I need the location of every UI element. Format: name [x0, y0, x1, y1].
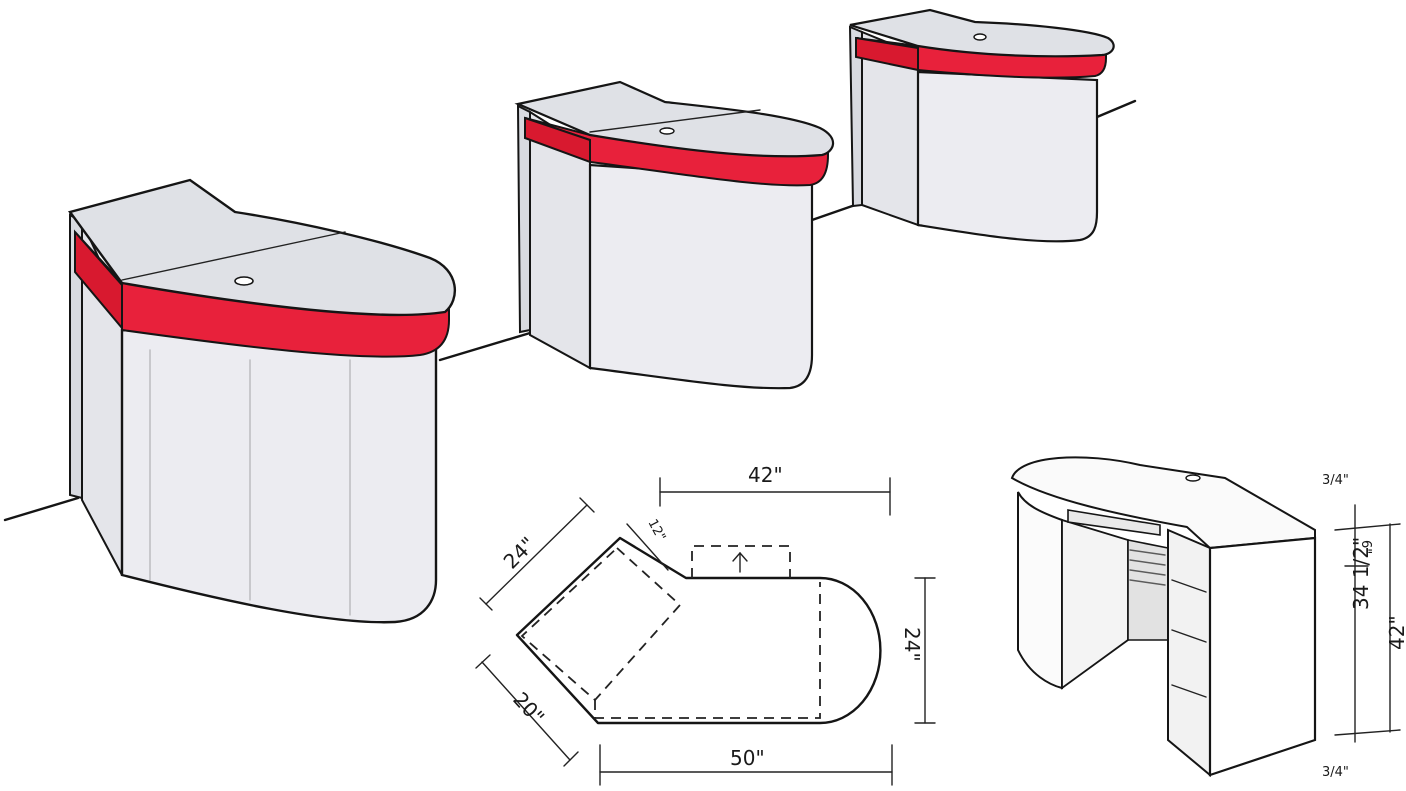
- dim-3-4-top: 3/4": [1322, 473, 1349, 488]
- desk-perspective-medium: [514, 80, 835, 390]
- dim-42-height: 42": [1385, 615, 1406, 650]
- desk-perspective-small: [848, 8, 1115, 243]
- counter-top-large: [67, 178, 457, 317]
- counter-top-medium: [514, 80, 835, 158]
- dim-24-right: 24": [900, 627, 924, 662]
- dim-24-diag: 24": [499, 532, 540, 573]
- dim-6-band: 6": [1358, 540, 1373, 554]
- dim-42-top: 42": [748, 463, 783, 487]
- dim-12-notch: 12": [644, 517, 668, 544]
- desk-perspective-large: [67, 178, 457, 624]
- dim-34-half: 34 1/2": [1349, 537, 1373, 610]
- dim-50-bottom: 50": [730, 746, 765, 770]
- grommet-large: [234, 276, 254, 286]
- counter-top-small: [849, 8, 1115, 58]
- floor-lines: [3, 99, 1137, 522]
- plan-view-drawing: 42" 24" 12" 24" 20" 50": [475, 463, 936, 786]
- dim-20-diag: 20": [508, 687, 549, 729]
- rear-view-drawing: [1010, 456, 1317, 778]
- grommet-small: [973, 33, 987, 41]
- elevation-dimensions: 3/4" 6" 34 1/2" 42" 3/4": [1322, 473, 1406, 780]
- grommet-medium: [659, 127, 675, 135]
- dim-3-4-bottom: 3/4": [1322, 765, 1349, 780]
